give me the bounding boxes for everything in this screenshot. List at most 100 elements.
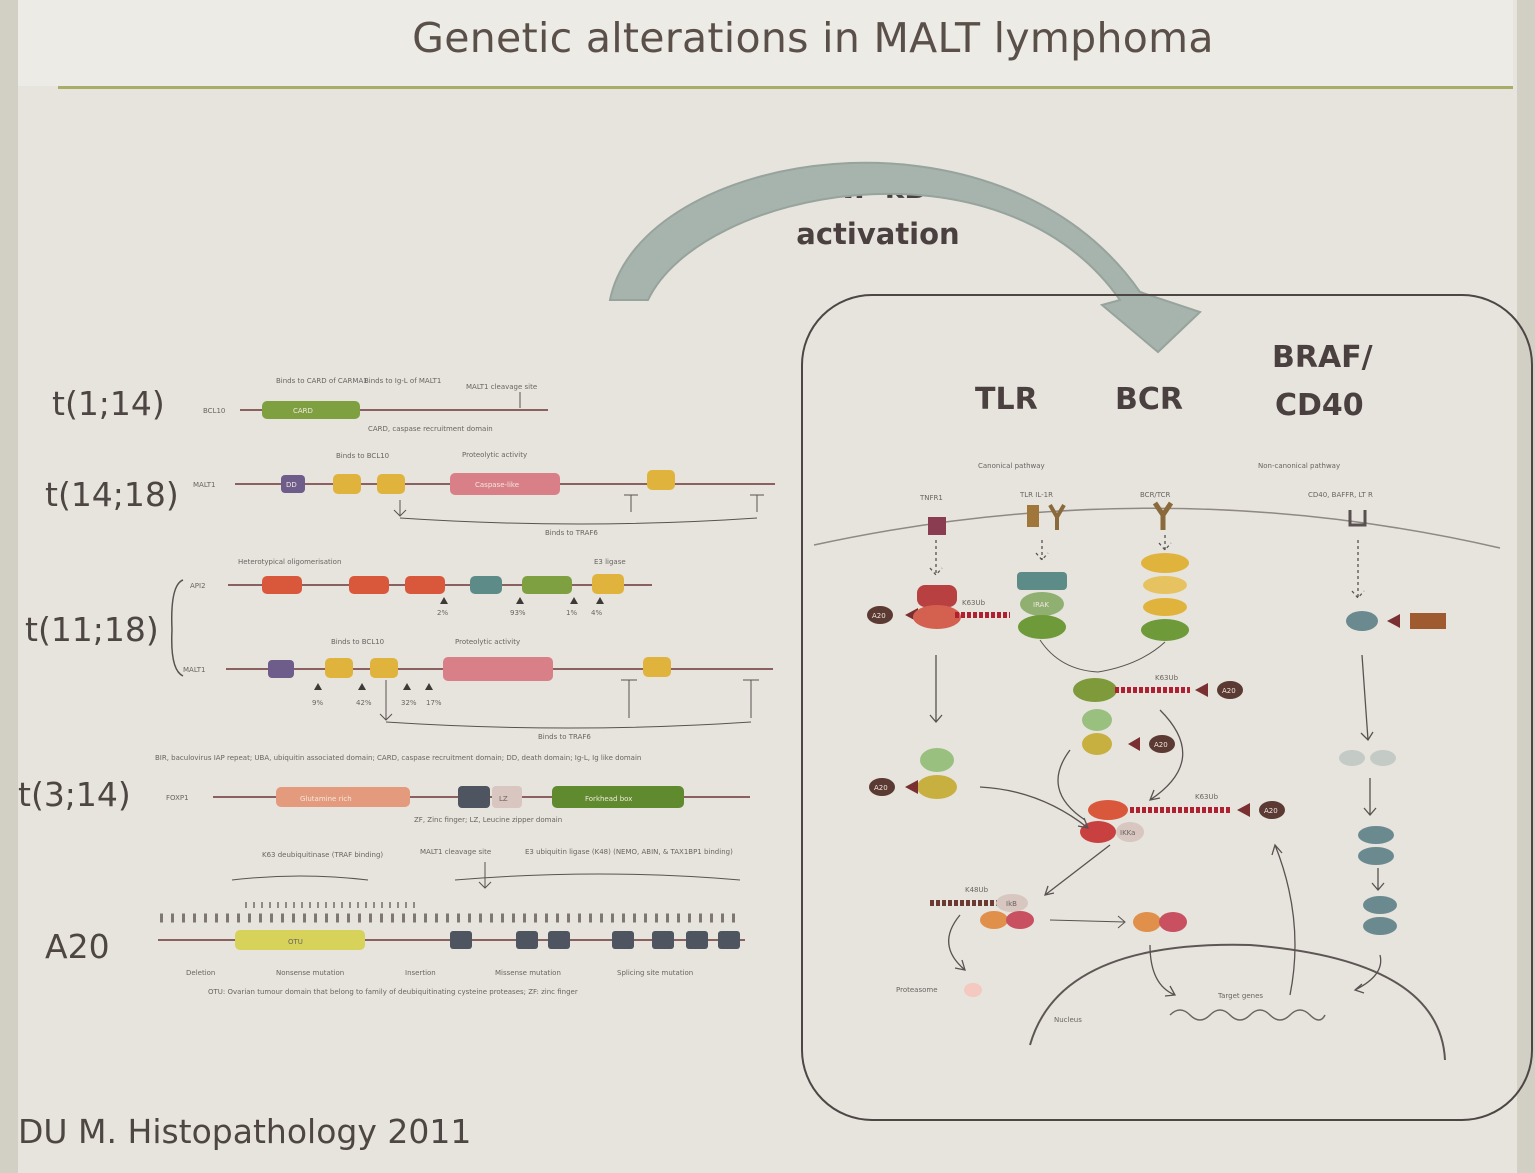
k63ub-ikk: K63Ub bbox=[1195, 793, 1219, 801]
malt1b-igl-3 bbox=[643, 657, 671, 677]
proteasome-icon bbox=[964, 983, 982, 997]
proteasome-label: Proteasome bbox=[896, 986, 938, 994]
nfkb-line-2: activation bbox=[796, 217, 960, 251]
nemo-node bbox=[1082, 709, 1112, 731]
api2-bir-3 bbox=[405, 576, 445, 594]
p65-free bbox=[1159, 912, 1187, 932]
a20-leg6: OTU: Ovarian tumour domain that belong t… bbox=[208, 988, 578, 996]
left-edge-shade bbox=[0, 0, 18, 1173]
label-t3-14: t(3;14) bbox=[18, 775, 131, 814]
malt1b-ann2: Proteolytic activity bbox=[455, 638, 520, 646]
malt1-gene-row: MALT1 DD Caspase-like Binds to BCL10 Pro… bbox=[193, 451, 775, 537]
traf6-bcr-node bbox=[1141, 619, 1189, 641]
bcl10-ann3: MALT1 cleavage site bbox=[466, 383, 537, 391]
a20-leg3: Insertion bbox=[405, 969, 436, 977]
api2-ring bbox=[592, 574, 624, 594]
nucleus-membrane bbox=[1029, 943, 1446, 1061]
foxp1-gene-row: FOXP1 Glutamine rich LZ Forkhead box ZF,… bbox=[166, 786, 750, 824]
malt1-igl-domain-1 bbox=[333, 474, 361, 494]
label-t14-18: t(14;18) bbox=[45, 475, 179, 514]
malt1b-gene-row: MALT1 Binds to BCL10 Proteolytic activit… bbox=[155, 638, 773, 762]
a20-otu-text: OTU bbox=[288, 938, 303, 946]
malt1-dd-text: DD bbox=[286, 481, 297, 489]
malt1-ann3: Binds to TRAF6 bbox=[545, 529, 598, 537]
malt1b-dd bbox=[268, 660, 294, 678]
k63ub-center: K63Ub bbox=[1155, 674, 1179, 682]
a20-zf-6 bbox=[686, 931, 708, 949]
a20-gene-row: OTU K63 deubiquitinase (TRAF binding) MA… bbox=[158, 848, 745, 996]
pathway-bcr: BCR bbox=[1115, 382, 1183, 417]
api2-bir-1 bbox=[262, 576, 302, 594]
malt1b-gene-name: MALT1 bbox=[183, 666, 206, 674]
a20-node-tnfr bbox=[867, 606, 893, 624]
foxp1-forkhead bbox=[552, 786, 684, 808]
api2-gene-name: API2 bbox=[190, 582, 206, 590]
cell-box bbox=[801, 294, 1533, 1121]
dna-helix bbox=[1169, 1009, 1326, 1021]
api2-pct4: 4% bbox=[591, 609, 602, 617]
canonical-label: Canonical pathway bbox=[978, 462, 1045, 470]
api2-bir-2 bbox=[349, 576, 389, 594]
irak-node bbox=[1020, 592, 1064, 616]
malt1-gene-name: MALT1 bbox=[193, 481, 216, 489]
a20-node-center bbox=[1217, 681, 1243, 699]
a20-node-tlr bbox=[869, 778, 895, 796]
a20-node-center-text: A20 bbox=[1222, 687, 1236, 695]
carma1-node bbox=[1141, 553, 1189, 573]
ikk-center-top bbox=[1088, 800, 1128, 820]
foxp1-gene-name: FOXP1 bbox=[166, 794, 189, 802]
pathway-cd40: CD40 bbox=[1275, 388, 1364, 423]
bcl10-ann2: Binds to Ig-L of MALT1 bbox=[364, 377, 441, 385]
a20-leg5: Splicing site mutation bbox=[617, 969, 693, 977]
a20-zf-5 bbox=[652, 931, 674, 949]
a20-zf-2 bbox=[516, 931, 538, 949]
title-rule bbox=[58, 86, 1513, 89]
pathway-braf: BRAF/ bbox=[1272, 340, 1373, 375]
tnfr-complex-bottom bbox=[913, 605, 961, 629]
ikb-node bbox=[996, 894, 1028, 912]
malt1b-ann3: Binds to TRAF6 bbox=[538, 733, 591, 741]
k48ub-label: K48Ub bbox=[965, 886, 989, 894]
ikka-nc-2 bbox=[1370, 750, 1396, 766]
foxp1-fh-text: Forkhead box bbox=[585, 795, 632, 803]
tnfr1-label: TNFR1 bbox=[919, 494, 943, 502]
label-t1-14: t(1;14) bbox=[52, 384, 165, 423]
target-genes-label: Target genes bbox=[1217, 992, 1263, 1000]
malt1-caspase-domain bbox=[450, 473, 560, 495]
ikb-text: IkB bbox=[1006, 900, 1017, 908]
nemo-tlr bbox=[920, 748, 954, 772]
a20-leg1: Deletion bbox=[186, 969, 215, 977]
malt1-igl-domain-3 bbox=[647, 470, 675, 490]
malt1b-pct2: 42% bbox=[356, 699, 372, 707]
traf6-center bbox=[1073, 678, 1117, 702]
p100-node bbox=[1358, 826, 1394, 844]
traf3-node bbox=[1410, 613, 1446, 629]
nucleus-label: Nucleus bbox=[1054, 1016, 1082, 1024]
malt1b-igl-1 bbox=[325, 658, 353, 678]
api2-uba bbox=[470, 576, 502, 594]
malt1-ann1: Binds to BCL10 bbox=[336, 452, 389, 460]
irak-text: IRAK bbox=[1033, 601, 1049, 609]
ikka-nc-1 bbox=[1339, 750, 1365, 766]
citation: DU M. Histopathology 2011 bbox=[18, 1112, 472, 1151]
a20-zf-3 bbox=[548, 931, 570, 949]
malt1b-ann1: Binds to BCL10 bbox=[331, 638, 384, 646]
nik-node bbox=[1346, 611, 1378, 631]
myd88-node bbox=[1017, 572, 1067, 590]
malt1b-caspase bbox=[443, 657, 553, 681]
a20-node-nemo-text: A20 bbox=[1154, 741, 1168, 749]
api2-pct2: 93% bbox=[510, 609, 526, 617]
bcl10-card-text: CARD bbox=[293, 407, 313, 415]
tnfr1-receptor bbox=[928, 517, 946, 535]
api2-ann1: Heterotypical oligomerisation bbox=[238, 558, 341, 566]
a20-zf-7 bbox=[718, 931, 740, 949]
pathway-arrows bbox=[929, 535, 1385, 997]
relb-node bbox=[1358, 847, 1394, 865]
foxp1-ann: ZF, Zinc finger; LZ, Leucine zipper doma… bbox=[414, 816, 562, 824]
foxp1-lz-text: LZ bbox=[499, 795, 508, 803]
foxp1-glu-text: Glutamine rich bbox=[300, 795, 352, 803]
right-edge-shade bbox=[1517, 0, 1535, 1173]
p50-ikb bbox=[980, 911, 1008, 929]
a20-ann1: K63 deubiquitinase (TRAF binding) bbox=[262, 851, 383, 859]
